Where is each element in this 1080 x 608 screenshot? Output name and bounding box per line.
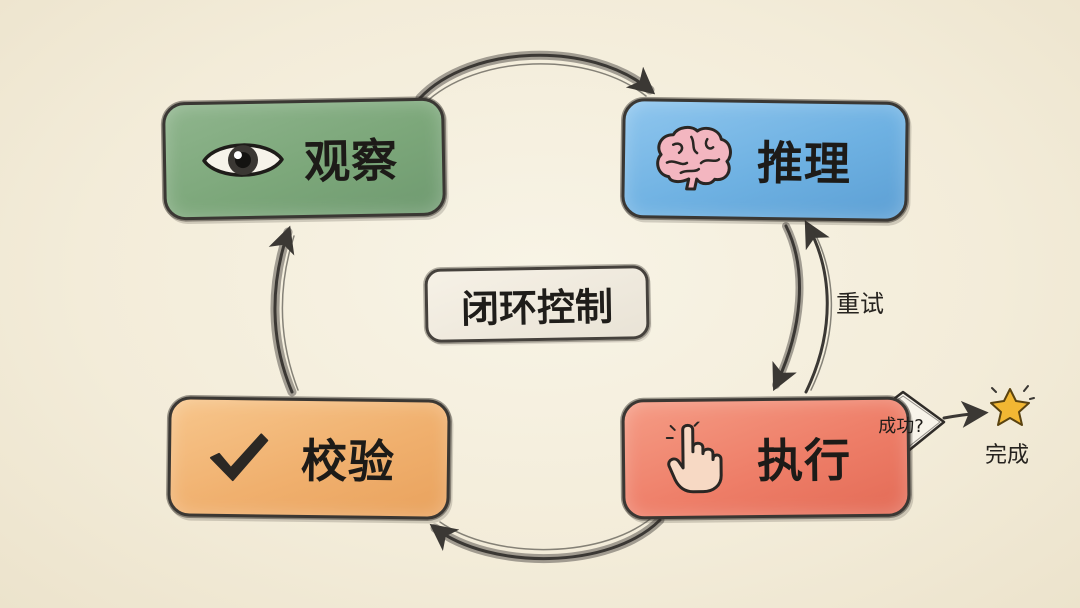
arrow-to-done <box>942 400 989 428</box>
arrow-reason-to-execute <box>772 222 804 392</box>
retry-label: 重试 <box>836 290 884 318</box>
arrow-execute-to-verify <box>429 513 665 564</box>
arrow-retry <box>804 220 833 394</box>
star-icon <box>990 385 1035 426</box>
checkmark-icon <box>199 430 280 485</box>
node-observe: 观察 <box>161 97 447 221</box>
node-verify: 校验 <box>167 396 451 520</box>
eye-icon <box>188 133 299 187</box>
node-execute: 执行 <box>621 396 911 520</box>
node-observe-label: 观察 <box>303 133 399 189</box>
node-execute-label: 执行 <box>756 433 852 489</box>
pointing-hand-icon <box>655 421 736 496</box>
node-reason: 推理 <box>621 98 909 222</box>
node-verify-label: 校验 <box>300 433 396 490</box>
brain-icon <box>643 122 744 195</box>
node-reason-label: 推理 <box>756 135 852 192</box>
decision-label: 成功? <box>878 416 924 437</box>
done-label: 完成 <box>985 443 1030 468</box>
arrow-observe-to-reason <box>415 50 656 105</box>
center-title: 闭环控制 <box>424 265 650 343</box>
arrow-verify-to-observe <box>268 225 299 397</box>
